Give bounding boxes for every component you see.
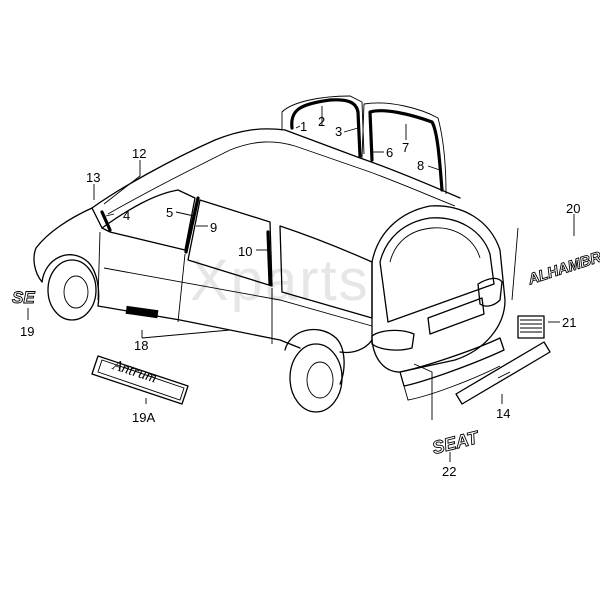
square-emblem-lines — [520, 319, 542, 333]
callout-19a: 19A — [132, 410, 155, 425]
door-seal-left-inner — [281, 95, 365, 155]
middle-side-window — [187, 199, 273, 287]
callout-5: 5 — [166, 205, 173, 220]
script-plate-outline — [91, 355, 189, 405]
front-wheel — [47, 259, 97, 321]
door-seal-left — [290, 98, 362, 158]
bumper-trim-slot — [497, 371, 511, 379]
front-wheel-arch — [41, 254, 100, 307]
callout-2: 2 — [318, 114, 325, 129]
c-pillar-seal — [266, 230, 272, 286]
seals — [100, 95, 447, 319]
badge-script-plate: Antrum — [91, 355, 189, 405]
a-pillar — [91, 207, 103, 229]
left-tail-lamp — [371, 329, 415, 351]
body-side-crease — [103, 267, 373, 327]
callout-20: 20 — [566, 201, 580, 216]
badge-brand: SEAT — [430, 426, 483, 458]
callout-3: 3 — [335, 124, 342, 139]
callout-6: 6 — [386, 145, 393, 160]
right-tail-lamp — [477, 277, 503, 307]
rear-wheel — [289, 343, 343, 413]
callout-22: 22 — [442, 464, 456, 479]
bumper-trim-part — [455, 341, 551, 405]
rear-window — [379, 217, 495, 323]
front-wheel-hub — [63, 275, 89, 309]
front-window-seal — [100, 210, 112, 232]
roof-outline — [91, 128, 461, 209]
model-badge-text: ALHAMBRA — [525, 245, 600, 288]
b-pillar-seal — [184, 196, 200, 254]
front-door-line — [97, 231, 101, 301]
watermark: Xparts — [190, 248, 370, 313]
van-body — [33, 128, 506, 413]
callout-14: 14 — [496, 406, 510, 421]
brand-badge-text: SEAT — [430, 427, 482, 458]
callout-4: 4 — [123, 208, 130, 223]
roof-crease — [107, 141, 456, 215]
leader-lines — [27, 106, 575, 462]
callout-10: 10 — [238, 244, 252, 259]
callout-1: 1 — [300, 119, 307, 134]
front-side-window — [101, 189, 196, 251]
door-seal-right — [368, 109, 444, 192]
door-seal-right-inner — [361, 102, 447, 195]
callout-19: 19 — [20, 324, 34, 339]
badge-side: SE — [12, 288, 36, 308]
badge-plate-21 — [517, 315, 545, 339]
rear-window-inner — [389, 227, 481, 263]
callout-9: 9 — [210, 220, 217, 235]
callout-numbers: 1 2 3 4 5 6 7 8 9 10 12 13 14 18 19 19A … — [20, 114, 580, 479]
callout-12: 12 — [132, 146, 146, 161]
side-trim-strip — [125, 305, 159, 319]
side-badge-text: SE — [12, 288, 35, 307]
bumper-trim-outline — [455, 341, 551, 405]
front-nose — [33, 207, 93, 283]
sliding-door-line — [177, 253, 273, 344]
callout-21: 21 — [562, 315, 576, 330]
bumper-step — [403, 365, 501, 401]
square-emblem — [517, 315, 545, 339]
script-plate-inner — [97, 359, 185, 401]
callout-13: 13 — [86, 170, 100, 185]
callout-8: 8 — [417, 158, 424, 173]
rear-hatch-outline — [371, 205, 506, 373]
rear-wheel-hub — [306, 361, 334, 399]
callout-7: 7 — [402, 140, 409, 155]
license-plate-recess — [427, 297, 485, 335]
badge-model: ALHAMBRA — [525, 245, 600, 289]
rear-wheel-arch — [284, 328, 345, 385]
callout-18: 18 — [134, 338, 148, 353]
rear-bumper — [399, 337, 505, 387]
